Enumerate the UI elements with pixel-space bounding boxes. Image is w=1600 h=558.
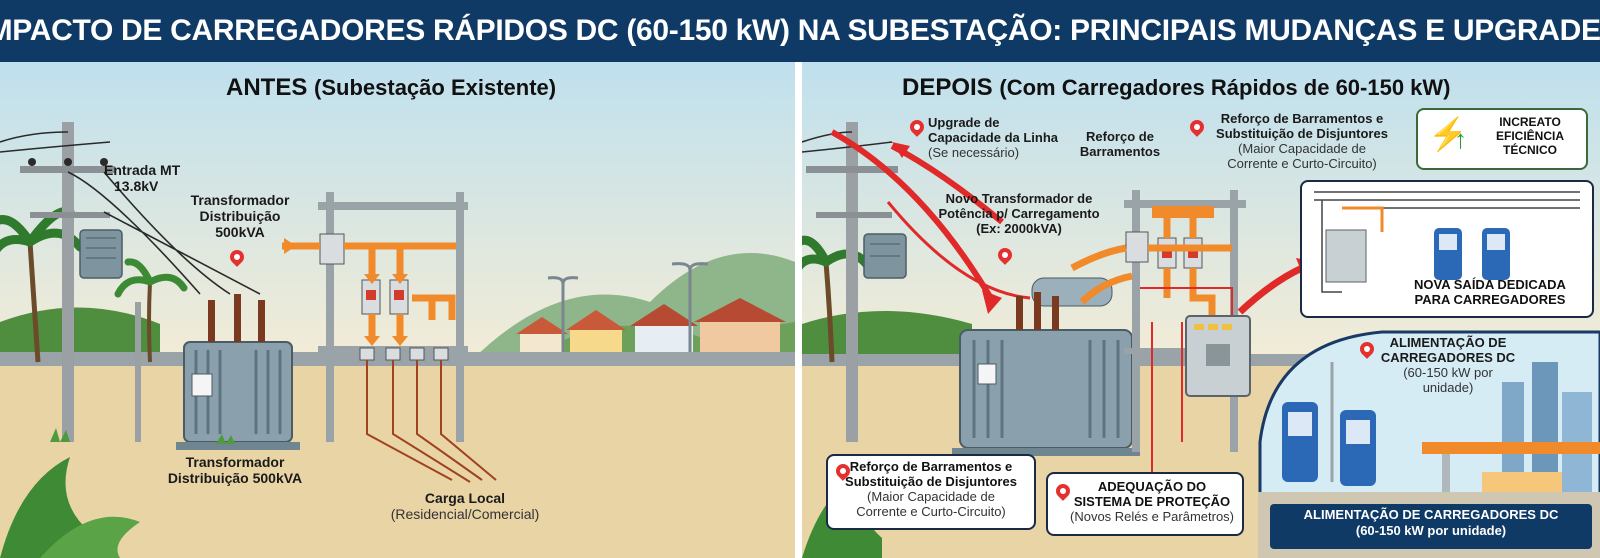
palm-tree [0,206,85,363]
new-transformer-label: Novo Transformador de Potência p/ Carreg… [934,191,1104,237]
dc-feed-line-2: CARREGADORES DC [1380,349,1516,365]
mt-input-voltage: 13.8kV [114,178,159,195]
street-lamps [547,262,709,362]
switchgear-cabinet [1185,315,1251,397]
busbar-breaker-sub-1: (Maior Capacidade de [1238,140,1366,156]
new-transformer-line-2: Potência p/ Carregamento [938,205,1100,221]
transformer-top-line-3: 500kVA [215,224,265,241]
utility-pole [20,122,123,442]
bottom-box-line-1: Reforço de Barramentos e [849,459,1013,474]
power-transformer [952,277,1140,456]
bottom-box-sub-2: Corrente e Curto-Circuito) [856,503,1006,519]
transformer-bottom-line-1: Transformador [185,454,285,470]
mt-input-title: Entrada MT [104,162,181,178]
ev-charger-icon [1434,228,1462,280]
utility-pole [806,122,907,442]
up-arrow-icon: ↑ [1454,124,1467,154]
busbar-breaker-sub-2: Corrente e Curto-Circuito) [1227,155,1377,171]
distribution-transformer [176,294,300,450]
before-heading: ANTES (Subestação Existente) [226,74,556,102]
after-panel: DEPOIS (Com Carregadores Rápidos de 60-1… [802,62,1600,558]
line-upgrade-arrow [830,129,995,302]
line-upgrade-label: Upgrade de Capacidade da Linha (Se neces… [928,115,1059,161]
protection-line-2: SISTEMA DE PROTEÇÃO [1073,493,1231,509]
panel-divider [795,62,802,558]
local-load-title: Carga Local [424,490,506,506]
dedicated-output-diagram [1314,191,1580,293]
dc-feed-label: ALIMENTAÇÃO DE CARREGADORES DC (60-150 k… [1376,335,1520,396]
breaker-panel-icon [1325,229,1367,283]
arrowhead [892,142,910,158]
busbar-breaker-line-1: Reforço de Barramentos e [1220,111,1384,126]
new-transformer-line-3: (Ex: 2000kVA) [976,220,1062,236]
local-load-label: Carga Local (Residencial/Comercial) [380,490,550,522]
before-heading-rest: (Subestação Existente) [314,75,557,100]
dedicated-output-box: NOVA SAÍDA DEDICADA PARA CARREGADORES [1300,180,1594,318]
banner-line-2: (60-150 kW por unidade) [1355,523,1507,539]
power-flow-arrows [282,242,456,338]
dc-feed-sub-2: unidade) [1422,379,1474,395]
protection-wire-2 [1151,322,1183,472]
busbar-line-2: Barramentos [1079,143,1161,159]
protection-sub: (Novos Relés e Parâmetros) [1070,508,1234,524]
busbar-breaker-label: Reforço de Barramentos e Substituição de… [1204,111,1400,172]
reinforced-busbar [1152,206,1214,218]
busbar-line-1: Reforço de [1086,129,1154,144]
transformer-top-label: Transformador Distribuição 500kVA [180,192,300,240]
protection-line-1: ADEQUAÇÃO DO [1097,479,1207,494]
foreground-leaves-2 [40,516,140,558]
line-upgrade-line-1: Upgrade de [928,115,1000,130]
after-heading: DEPOIS (Com Carregadores Rápidos de 60-1… [902,74,1451,102]
transformer-bottom-label: Transformador Distribuição 500kVA [150,454,320,486]
dedicated-line-2: PARA CARREGADORES [1414,291,1566,307]
transformer-top-line-2: Distribuição [199,208,281,225]
before-heading-bold: ANTES [226,74,308,101]
after-heading-rest: (Com Carregadores Rápidos de 60-150 kW) [999,75,1451,100]
arrowheads [284,238,408,346]
new-transformer-line-1: Novo Transformador de [945,191,1093,206]
lightning-bolt-icon: ⚡ [1428,116,1468,152]
after-heading-bold: DEPOIS [902,74,993,101]
bottom-box-sub-1: (Maior Capacidade de [867,488,995,504]
dedicated-output-label: NOVA SAÍDA DEDICADA PARA CARREGADORES [1392,277,1588,308]
arrowhead [982,290,1002,314]
before-panel: ANTES (Subestação Existente) Entrada MT … [0,62,795,558]
foreground-leaves [0,457,90,558]
dc-feed-banner: ALIMENTAÇÃO DE CARREGADORES DC (60-150 k… [1270,504,1592,549]
overhead-wires [0,131,261,295]
efficiency-text: INCREATO EFICIÊNCIA TÉCNICO [1480,115,1580,157]
line-upgrade-line-2: Capacidade da Linha [928,129,1059,145]
transformer-top-line-1: Transformador [190,192,290,208]
dedicated-line-1: NOVA SAÍDA DEDICADA [1414,277,1566,292]
ev-charger-icon [1482,228,1510,280]
overhead-wires [802,131,893,153]
power-flow-arrows [1070,212,1232,318]
load-lines [366,360,497,483]
mt-input-label: Entrada MT 13.8kV [104,162,180,194]
protection-box: ADEQUAÇÃO DO SISTEMA DE PROTEÇÃO (Novos … [1046,472,1244,536]
line-upgrade-sub: (Se necessário) [928,144,1020,160]
bottom-box-line-2: Substituição de Disjuntores [845,473,1017,489]
local-load-sub: (Residencial/Comercial) [390,506,540,523]
busbar-label: Reforço de Barramentos [1070,129,1170,160]
bushes [0,307,160,362]
feed-wire [886,201,1031,300]
palm-tree-2 [114,258,188,363]
efficiency-line-2: EFICIÊNCIA [1495,128,1564,143]
efficiency-line-1: INCREATO [1499,115,1561,129]
header-bar: IMPACTO DE CARREGADORES RÁPIDOS DC (60-1… [0,0,1600,62]
bushes [802,311,972,362]
dc-feed-sub-1: (60-150 kW por [1403,364,1493,380]
dedicated-output-arrow [1237,264,1304,315]
banner-line-1: ALIMENTAÇÃO DE CARREGADORES DC [1303,507,1559,522]
busbar-breaker-box: Reforço de Barramentos e Substituição de… [826,454,1036,530]
efficiency-badge: ⚡ ↑ INCREATO EFICIÊNCIA TÉCNICO [1416,108,1588,170]
transformer-bottom-line-2: Distribuição 500kVA [167,470,303,487]
efficiency-line-3: TÉCNICO [1503,142,1557,157]
dc-feed-line-1: ALIMENTAÇÃO DE [1389,335,1507,350]
page-title: IMPACTO DE CARREGADORES RÁPIDOS DC (60-1… [0,14,1600,47]
busbar-breaker-line-2: Substituição de Disjuntores [1216,125,1388,141]
before-scene [0,62,795,558]
